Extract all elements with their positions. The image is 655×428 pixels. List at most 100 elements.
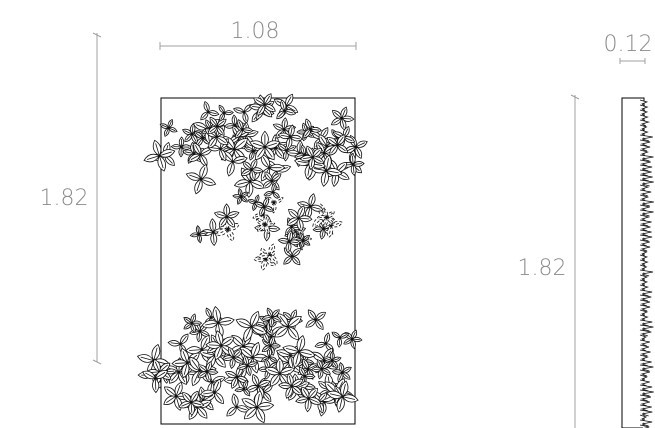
leaf-shape — [218, 104, 225, 114]
leaf-shape — [350, 163, 357, 176]
leaf-shape — [292, 351, 302, 369]
side-leaf-stroke — [639, 304, 651, 312]
leaf-shape — [264, 221, 276, 227]
leaf-shape — [196, 406, 208, 419]
leaf-shape — [279, 366, 296, 376]
side-depth-dimension: 0.12 — [604, 32, 653, 64]
leaf-shape — [190, 400, 205, 408]
leaf-shape — [182, 128, 193, 135]
leaf-shape — [269, 335, 275, 347]
leaf-shape — [190, 322, 197, 334]
side-leaf-stroke — [639, 299, 651, 307]
leaf-shape — [331, 331, 341, 339]
leaf-shape — [178, 136, 185, 148]
side-leaf-stroke — [639, 329, 652, 337]
side-leaf-stroke — [639, 154, 654, 162]
leaf-shape — [272, 123, 285, 131]
leaf-shape — [322, 216, 329, 228]
front-view: 1.08 1.82 — [40, 19, 368, 425]
leaf-shape — [157, 155, 166, 172]
leaf-shape — [299, 366, 306, 377]
leaf-shape — [277, 132, 291, 140]
leaf-shape — [215, 228, 229, 236]
side-depth-label: 0.12 — [604, 32, 653, 57]
side-leaf-stroke — [639, 99, 649, 107]
leaf-shape — [245, 365, 252, 377]
side-leaf-stroke — [639, 124, 648, 132]
front-width-dimension: 1.08 — [159, 19, 357, 50]
leaf-shape — [291, 255, 301, 266]
leaf-shape — [185, 172, 202, 181]
leaf-shape — [280, 99, 287, 112]
leaf-shape — [271, 182, 277, 193]
leaf-shape — [309, 204, 324, 212]
leaf-shape — [318, 134, 328, 147]
leaf-shape — [277, 237, 290, 244]
leaf-shape — [300, 144, 307, 156]
side-leaf-stroke — [639, 174, 653, 182]
leaf-shape — [205, 307, 212, 319]
side-leaf-stroke — [639, 159, 651, 167]
leaf-shape — [199, 330, 211, 337]
side-leaf-stroke — [639, 134, 653, 142]
leaf-shape — [261, 315, 273, 321]
leaf-shape — [251, 341, 260, 358]
leaf-shape — [321, 368, 331, 375]
bottom-foliage-cluster — [136, 306, 363, 424]
leaf-shape — [250, 325, 268, 335]
leaf-shape — [326, 225, 334, 238]
side-leaf-stroke — [639, 234, 653, 242]
leaf-shape — [336, 144, 349, 153]
leaf-shape — [309, 126, 322, 133]
leaf-shape — [200, 111, 209, 121]
leaf-shape — [214, 391, 224, 405]
leaf-shape — [231, 393, 239, 408]
leaf-shape — [336, 337, 343, 348]
leaf-shape — [308, 387, 318, 399]
leaf-shape — [264, 146, 275, 161]
leaf-shape — [286, 217, 300, 226]
leaf-shape — [201, 319, 219, 329]
leaf-shape — [341, 394, 359, 403]
leaf-shape — [259, 206, 266, 217]
leaf-shape — [219, 148, 227, 162]
leaf-shape — [271, 173, 282, 182]
leaf-shape — [200, 177, 217, 186]
leaf-shape — [268, 163, 286, 172]
side-leaf-stroke — [639, 414, 648, 422]
leaf-shape — [269, 254, 278, 265]
side-leaf-stroke — [639, 259, 649, 267]
leaf-shape — [291, 378, 304, 387]
side-leaf-stroke — [639, 249, 648, 257]
side-leaf-stroke — [639, 254, 649, 262]
leaf-shape — [249, 169, 256, 182]
leaf-shape — [168, 126, 178, 133]
leaf-shape — [188, 153, 201, 162]
side-leaf-stroke — [639, 144, 651, 152]
leaf-shape — [312, 156, 325, 164]
leaf-shape — [336, 396, 345, 413]
leaf-shape — [205, 341, 222, 349]
leaf-shape — [198, 364, 208, 373]
leaf-shape — [322, 356, 333, 362]
leaf-shape — [296, 217, 304, 232]
leaf-shape — [257, 104, 266, 116]
leaf-shape — [183, 317, 193, 324]
side-leaf-stroke — [639, 194, 650, 202]
leaf-shape — [303, 128, 311, 139]
leaf-shape — [326, 217, 335, 224]
side-leaf-stroke — [639, 264, 648, 272]
side-leaf-stroke — [639, 309, 649, 317]
leaf-shape — [226, 161, 235, 177]
side-leaf-stroke — [639, 109, 649, 117]
leaf-shape — [307, 309, 317, 321]
leaf-shape — [208, 136, 218, 149]
side-leaf-stroke — [639, 324, 654, 332]
leaf-shape — [263, 205, 274, 212]
leaf-shape — [233, 356, 244, 364]
leaf-shape — [226, 211, 240, 219]
leaf-shape — [236, 364, 248, 370]
leaf-shape — [326, 211, 335, 218]
leaf-shape — [159, 123, 170, 129]
